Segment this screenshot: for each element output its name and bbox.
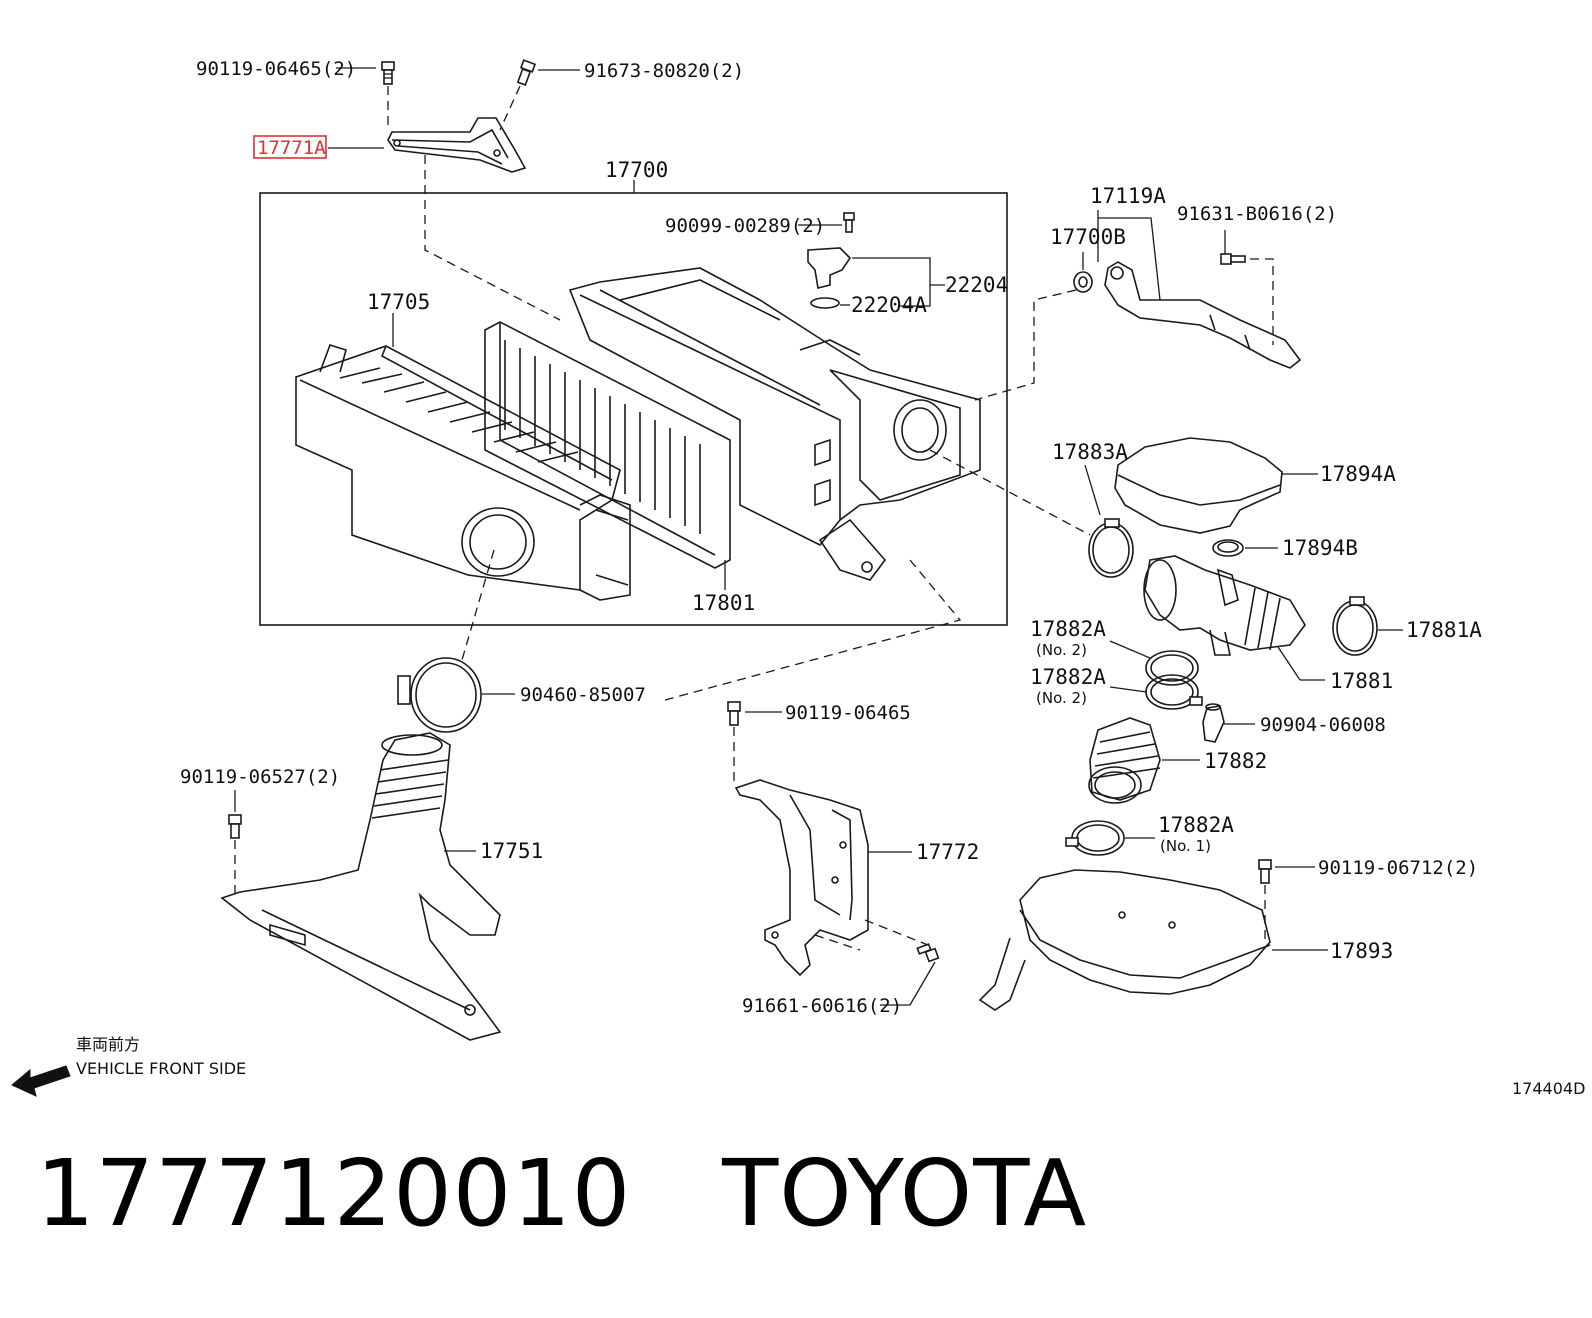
screw-90099-00289-icon bbox=[843, 212, 855, 233]
bolt-91661-60616-icon bbox=[916, 943, 940, 963]
label-17705: 17705 bbox=[367, 290, 430, 314]
bolt-91631-b0616-icon bbox=[1220, 253, 1246, 265]
air-cleaner-cap-17705 bbox=[295, 344, 631, 601]
label-17882: 17882 bbox=[1204, 749, 1267, 773]
label-90119-06712-2: 90119-06712(2) bbox=[1318, 857, 1478, 879]
bellows-hose-17882 bbox=[1088, 717, 1161, 804]
airflow-meter-22204 bbox=[807, 247, 852, 309]
label-90119-06465: 90119-06465 bbox=[785, 702, 911, 724]
intake-duct-17751 bbox=[220, 732, 502, 1041]
label-90460-85007: 90460-85007 bbox=[520, 684, 646, 706]
resonator-17893 bbox=[978, 869, 1271, 1011]
label-22204: 22204 bbox=[945, 273, 1008, 297]
bolt-90119-06465-top-icon bbox=[381, 61, 395, 85]
figure-id: 174404D bbox=[1512, 1079, 1585, 1098]
hose-clamp-17882a-no2-upper bbox=[1145, 650, 1199, 686]
gasket-17894b bbox=[1212, 539, 1244, 557]
bracket-17119a bbox=[1104, 261, 1302, 369]
grommet-17700b bbox=[1073, 271, 1093, 293]
label-17700: 17700 bbox=[605, 158, 668, 182]
front-note-en: VEHICLE FRONT SIDE bbox=[76, 1059, 246, 1078]
label-17893: 17893 bbox=[1330, 939, 1393, 963]
label-17894a: 17894A bbox=[1320, 462, 1396, 486]
resonator-17894a bbox=[1114, 437, 1283, 534]
label-17801: 17801 bbox=[692, 591, 755, 615]
label-91661-60616-2: 91661-60616(2) bbox=[742, 995, 902, 1017]
label-17771a-highlighted: 17771A bbox=[257, 137, 326, 159]
bracket-17772 bbox=[734, 779, 869, 977]
label-17751: 17751 bbox=[480, 839, 543, 863]
label-17881: 17881 bbox=[1330, 669, 1393, 693]
label-90099-00289-2: 90099-00289(2) bbox=[665, 215, 825, 237]
front-arrow-icon bbox=[11, 1065, 71, 1097]
label-17881a: 17881A bbox=[1406, 618, 1482, 642]
air-cleaner-case bbox=[568, 267, 981, 581]
label-17700b: 17700B bbox=[1050, 225, 1126, 249]
label-90119-06465-2: 90119-06465(2) bbox=[196, 58, 356, 80]
hose-clamp-17882a-no1 bbox=[1065, 820, 1125, 856]
label-90904-06008: 90904-06008 bbox=[1260, 714, 1386, 736]
label-17119a: 17119A bbox=[1090, 184, 1166, 208]
label-17882a-no2-upper: 17882A bbox=[1030, 617, 1106, 641]
bracket-17771a bbox=[387, 117, 527, 173]
front-note-jp: 車両前方 bbox=[76, 1035, 140, 1054]
label-no2-lower: (No. 2) bbox=[1036, 689, 1087, 707]
label-17894b: 17894B bbox=[1282, 536, 1358, 560]
label-17882a-no2-lower: 17882A bbox=[1030, 665, 1106, 689]
air-filter-element-17801 bbox=[484, 321, 731, 569]
label-90119-06527-2: 90119-06527(2) bbox=[180, 766, 340, 788]
label-17882a-no1: 17882A bbox=[1158, 813, 1234, 837]
inlet-hose-17881 bbox=[1143, 555, 1306, 656]
highlight-box bbox=[253, 135, 327, 159]
label-22204a: 22204A bbox=[851, 293, 927, 317]
hose-clamp-90460-85007 bbox=[397, 657, 482, 733]
part-number-caption: 1777120010 TOYOTA bbox=[36, 1140, 1088, 1247]
label-no1: (No. 1) bbox=[1160, 837, 1211, 855]
bolt-90119-06465-center-icon bbox=[727, 701, 741, 726]
bolt-90119-06527-icon bbox=[228, 814, 242, 839]
bolt-90119-06712-icon bbox=[1258, 859, 1272, 884]
label-91673-80820-2: 91673-80820(2) bbox=[584, 60, 744, 82]
bolt-91673-80820-icon bbox=[516, 59, 537, 86]
label-no2-upper: (No. 2) bbox=[1036, 641, 1087, 659]
hose-clamp-17881a bbox=[1332, 596, 1378, 656]
label-17883a: 17883A bbox=[1052, 440, 1128, 464]
vacuum-fitting-90904-06008 bbox=[1202, 703, 1225, 743]
label-91631-b0616-2: 91631-B0616(2) bbox=[1177, 203, 1337, 225]
hose-clamp-17882a-no2-lower bbox=[1145, 674, 1203, 710]
label-17772: 17772 bbox=[916, 840, 979, 864]
hose-clamp-17883a bbox=[1088, 518, 1134, 578]
